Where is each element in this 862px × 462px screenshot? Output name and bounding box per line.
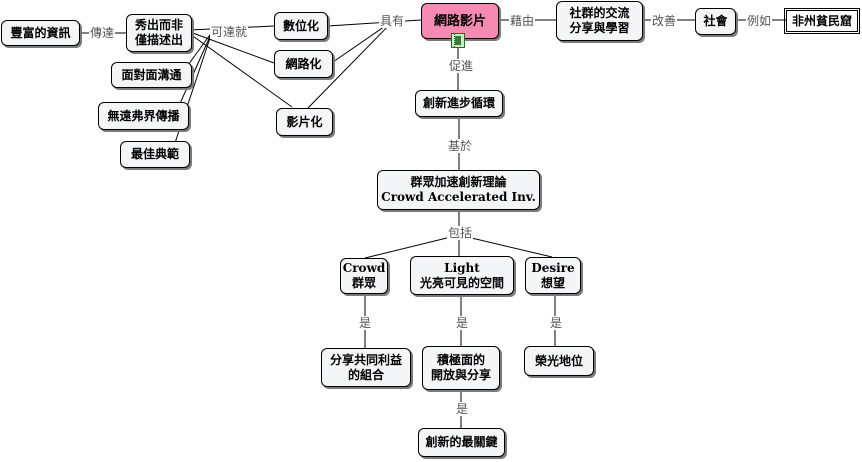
node-network-video: 網路影片 <box>421 3 499 39</box>
node-shared-interest-line1: 分享共同利益 <box>329 352 402 367</box>
node-desire: Desire 想望 <box>525 257 581 294</box>
node-society: 社會 <box>695 8 736 35</box>
node-positive-open-line1: 積極面的 <box>436 353 485 367</box>
node-light-line1: Light <box>444 260 480 275</box>
node-community-exchange-line2: 分享與學習 <box>569 21 630 35</box>
node-crowd-accelerated: 群眾加速創新理論 Crowd Accelerated Inv. <box>377 170 540 210</box>
node-community-exchange: 社群的交流 分享與學習 <box>556 1 643 41</box>
node-positive-open-line2: 開放與分享 <box>430 368 491 382</box>
node-desire-line1: Desire <box>531 260 575 275</box>
node-networked: 網路化 <box>274 50 333 78</box>
link-label-can-achieve: 可達就 <box>210 25 249 39</box>
node-best-example: 最佳典範 <box>120 141 190 168</box>
link-label-is-crowd: 是 <box>358 316 373 330</box>
node-shared-interest: 分享共同利益 的組合 <box>321 348 411 387</box>
link-label-is-key: 是 <box>455 402 470 416</box>
node-community-exchange-line1: 社群的交流 <box>569 6 630 20</box>
link-label-based-on: 基於 <box>447 139 474 153</box>
node-africa-slums: 非州貧民窟 <box>784 8 860 34</box>
node-positive-open: 積極面的 開放與分享 <box>422 346 500 390</box>
node-digitize: 數位化 <box>274 12 328 40</box>
node-light-line2: 光亮可見的空間 <box>419 275 504 290</box>
node-show-not-describe-line2: 僅描述出 <box>134 33 183 47</box>
link-label-is-light: 是 <box>455 316 470 330</box>
link-label-promote: 促進 <box>448 59 475 73</box>
node-crowd: Crowd 群眾 <box>340 258 388 294</box>
link-label-has: 具有 <box>379 14 406 28</box>
link-label-through: 藉由 <box>509 14 536 28</box>
node-crowd-accelerated-line2: Crowd Accelerated Inv. <box>381 190 536 204</box>
node-light: Light 光亮可見的空間 <box>410 256 514 295</box>
link-label-improve: 改善 <box>651 14 678 28</box>
link-label-example: 例如 <box>746 14 773 28</box>
node-face-to-face: 面對面溝通 <box>111 62 192 88</box>
node-borderless: 無遠弗界傳播 <box>98 102 189 130</box>
node-innovation-cycle: 創新進步循環 <box>415 90 503 117</box>
link-label-includes: 包括 <box>447 226 474 240</box>
film-icon[interactable] <box>451 33 465 48</box>
link-label-spread: 傳達 <box>89 26 116 40</box>
node-shared-interest-line2: 的組合 <box>347 367 384 382</box>
node-crowd-accelerated-line1: 群眾加速創新理論 <box>410 175 507 189</box>
node-show-not-describe: 秀出而非 僅描述出 <box>126 14 192 52</box>
node-crowd-line2: 群眾 <box>351 276 376 290</box>
node-innovation-key: 創新的最關鍵 <box>418 428 505 457</box>
node-show-not-describe-line1: 秀出而非 <box>134 18 183 32</box>
node-video-ize: 影片化 <box>276 108 333 136</box>
link-label-is-desire: 是 <box>549 316 564 330</box>
node-rich-info: 豐富的資訊 <box>1 20 80 46</box>
node-glory: 榮光地位 <box>524 346 594 376</box>
node-crowd-line1: Crowd <box>342 261 386 275</box>
node-desire-line2: 想望 <box>540 275 565 290</box>
